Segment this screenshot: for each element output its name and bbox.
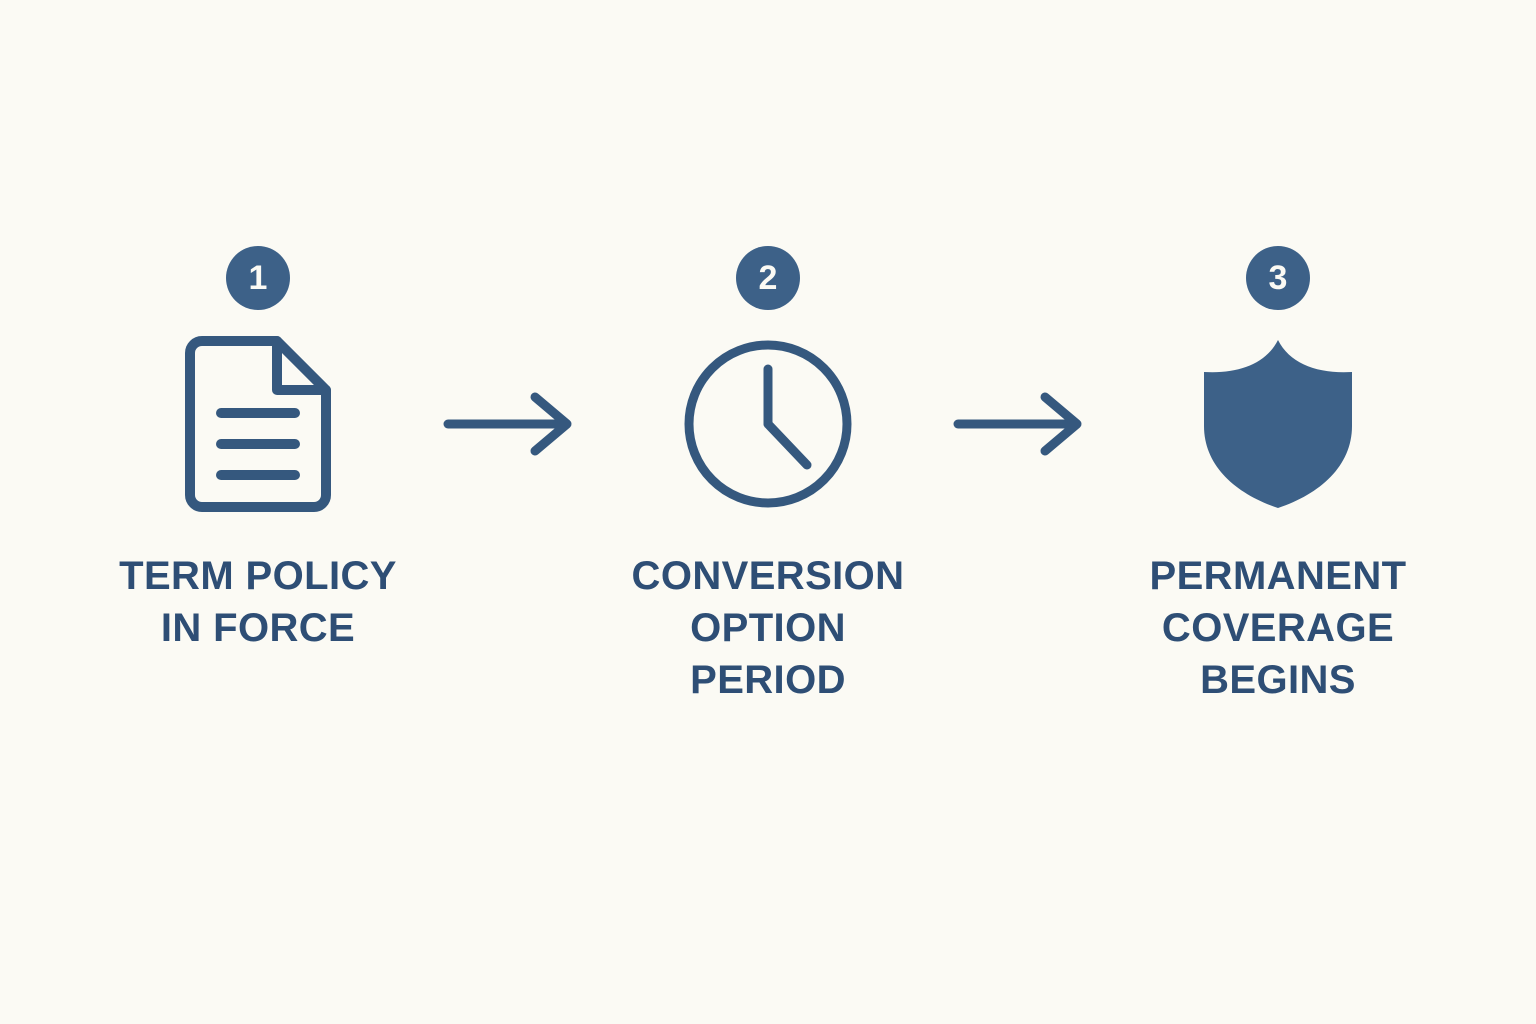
connector-1 — [428, 232, 598, 854]
step-2: 2 CONVERSION OPTION PERIOD — [598, 232, 938, 706]
step-1-badge-slot: 1 — [88, 232, 428, 324]
flow-row: 1 TERM POLICY IN FORCE — [0, 232, 1536, 762]
shield-icon — [1198, 338, 1358, 510]
step-1: 1 TERM POLICY IN FORCE — [88, 232, 428, 654]
step-3-label: PERMANENT COVERAGE BEGINS — [1149, 554, 1407, 702]
step-2-badge-slot: 2 — [598, 232, 938, 324]
step-number-badge-3: 3 — [1246, 246, 1310, 310]
step-number-badge-1: 1 — [226, 246, 290, 310]
connector-2 — [938, 232, 1108, 854]
step-1-icon-slot — [88, 324, 428, 524]
step-1-label: TERM POLICY IN FORCE — [119, 554, 397, 650]
step-number-2-text: 2 — [758, 259, 778, 297]
step-3-badge-slot: 3 — [1108, 232, 1448, 324]
step-3-icon-slot — [1108, 324, 1448, 524]
step-number-1-text: 1 — [248, 259, 268, 297]
step-number-badge-2: 2 — [736, 246, 800, 310]
step-3: 3 PERMANENT COVERAGE BEGINS — [1108, 232, 1448, 706]
clock-icon — [683, 339, 853, 509]
arrow-right-icon — [443, 392, 583, 456]
document-icon — [185, 336, 331, 512]
step-number-3-text: 3 — [1268, 259, 1288, 297]
step-2-label: CONVERSION OPTION PERIOD — [631, 554, 905, 702]
arrow-right-icon — [953, 392, 1093, 456]
step-2-icon-slot — [598, 324, 938, 524]
